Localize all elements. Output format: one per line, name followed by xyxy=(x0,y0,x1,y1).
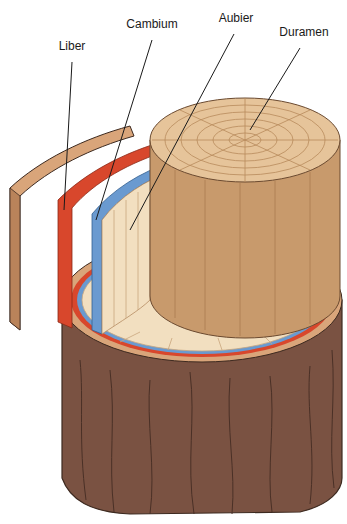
bark-texture xyxy=(80,350,334,514)
leader-line xyxy=(250,48,300,130)
part-label: Cambium xyxy=(126,17,177,31)
leader-line xyxy=(96,40,152,220)
bark-strip-edge xyxy=(10,188,20,330)
part-label: Liber xyxy=(59,39,86,53)
part-label: Duramen xyxy=(279,25,328,39)
duramen-grain xyxy=(175,170,310,336)
duramen-top xyxy=(150,98,340,182)
growth-rings xyxy=(152,98,338,182)
leader-lines xyxy=(64,34,300,230)
leader-line xyxy=(64,62,72,210)
aubier-grain xyxy=(114,192,138,326)
part-label: Aubier xyxy=(219,11,254,25)
leader-line xyxy=(130,34,234,230)
